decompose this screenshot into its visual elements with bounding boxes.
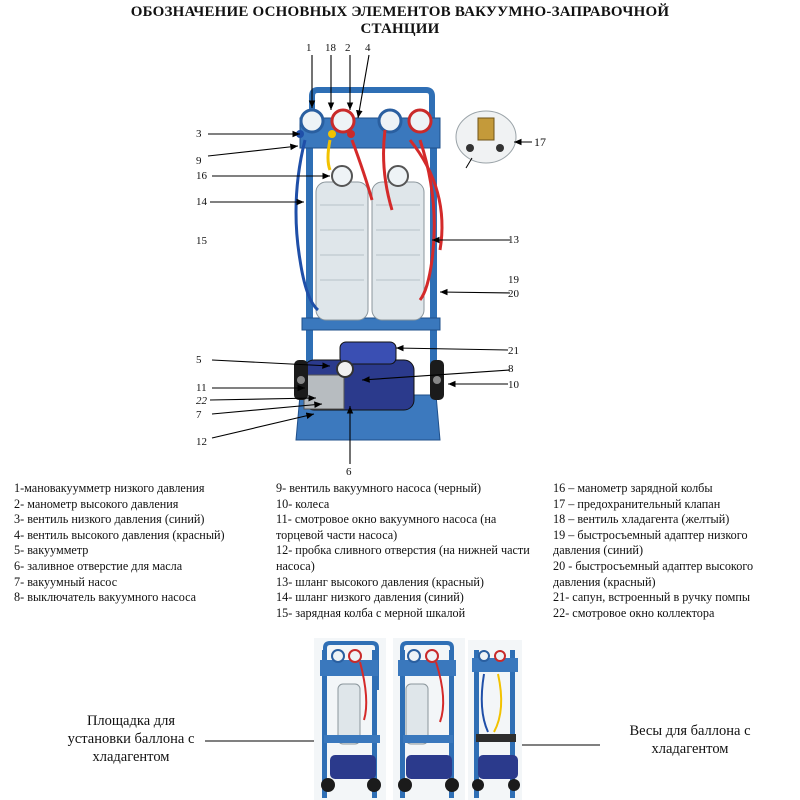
callout-10: 10	[508, 379, 519, 391]
legend-item: 22- смотровое окно коллектора	[553, 605, 715, 620]
legend-item: 6- заливное отверстие для масла	[14, 558, 183, 573]
callout-11: 11	[196, 382, 207, 394]
legend-item: 12- пробка сливного отверстия (на нижней…	[276, 543, 530, 573]
callout-1: 1	[306, 42, 312, 54]
callout-3: 3	[196, 128, 202, 140]
callout-16: 16	[196, 170, 207, 182]
variant-with-platform	[314, 638, 386, 800]
legend-item: 5- вакуумметр	[14, 543, 89, 558]
legend-item: 19 – быстросъемный адаптер низкого давле…	[553, 527, 748, 558]
legend-item: 13- шланг высокого давления (красный)	[276, 574, 484, 589]
title-line2: СТАНЦИИ	[360, 21, 440, 37]
legend-item: 2- манометр высокого давления	[14, 496, 179, 511]
hoses	[294, 129, 444, 312]
legend-item: 15- зарядная колба с мерной шкалой	[276, 605, 466, 620]
callout-20: 20	[508, 288, 519, 300]
leader-lines	[205, 54, 600, 749]
callout-7: 7	[196, 409, 202, 421]
legend-item: 11- смотровое окно вакуумного насоса (на…	[276, 512, 497, 542]
callout-4: 4	[365, 42, 371, 54]
callout-19: 19	[508, 274, 519, 286]
legend-item: 17 – предохранительный клапан	[553, 496, 721, 511]
safety-valve-inset	[455, 110, 517, 169]
callout-17: 17	[534, 135, 546, 149]
variant-with-scale	[468, 640, 522, 800]
legend-item: 16 – манометр зарядной колбы	[553, 481, 713, 495]
title-line1: ОБОЗНАЧЕНИЕ ОСНОВНЫХ ЭЛЕМЕНТОВ ВАКУУМНО-…	[130, 4, 670, 20]
legend-column-3: 16 – манометр зарядной колбы 17 – предох…	[553, 481, 793, 621]
callout-18: 18	[325, 42, 336, 54]
legend-column-2: 9- вентиль вакуумного насоса (черный) 10…	[276, 481, 546, 621]
caption-scale: Весы для баллона с хладагентом	[629, 723, 751, 757]
callout-14: 14	[196, 196, 207, 208]
legend-item: 3- вентиль низкого давления (синий)	[14, 512, 205, 527]
manifold-gauges	[296, 108, 433, 138]
legend-item: 4- вентиль высокого давления (красный)	[14, 527, 225, 542]
callout-2: 2	[345, 42, 351, 54]
legend-column-1: 1-мановакуумметр низкого давления 2- ман…	[14, 481, 272, 606]
callout-21: 21	[508, 345, 519, 357]
legend-item: 18 – вентиль хладагента (желтый)	[553, 512, 730, 527]
legend-item: 7- вакуумный насос	[14, 574, 118, 589]
variant-standard	[393, 638, 465, 800]
legend-item: 8- выключатель вакуумного насоса	[14, 590, 197, 605]
charging-cylinders	[315, 165, 425, 321]
vacuum-pump	[303, 341, 415, 411]
callout-8: 8	[508, 363, 514, 375]
callout-9: 9	[196, 155, 202, 167]
callout-15: 15	[196, 235, 207, 247]
legend-item: 14- шланг низкого давления (синий)	[276, 590, 464, 605]
legend-item: 20 - быстросъемный адаптер высокого давл…	[553, 558, 754, 589]
legend-item: 21- сапун, встроенный в ручку помпы	[553, 590, 751, 605]
legend-item: 9- вентиль вакуумного насоса (черный)	[276, 481, 482, 495]
legend-item: 10- колеса	[276, 496, 330, 511]
callout-13: 13	[508, 234, 519, 246]
callout-22: 22	[196, 395, 207, 407]
legend-item: 1-мановакуумметр низкого давления	[14, 481, 205, 495]
callout-12: 12	[196, 436, 207, 448]
callout-5: 5	[196, 354, 202, 366]
caption-platform: Площадка для установки баллона с хладаге…	[67, 713, 195, 765]
callout-6: 6	[346, 466, 352, 478]
